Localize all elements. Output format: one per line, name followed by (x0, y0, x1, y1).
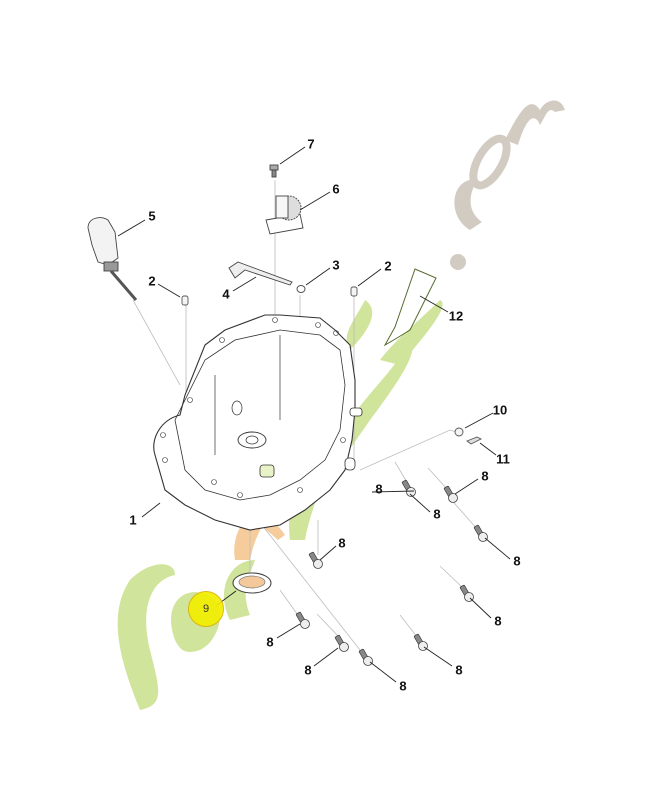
highlight-part-9[interactable] (188, 591, 224, 627)
callout-8[interactable]: 8 (433, 506, 441, 522)
crankcase-housing-drawing (153, 314, 363, 531)
callout-9[interactable]: 9 (202, 603, 210, 615)
callout-7[interactable]: 7 (307, 136, 315, 152)
callout-12[interactable]: 12 (448, 308, 464, 324)
callout-4[interactable]: 4 (222, 286, 230, 302)
sealant-tube-drawing (383, 268, 437, 347)
callout-8[interactable]: 8 (338, 535, 346, 551)
callout-11[interactable]: 11 (496, 451, 510, 467)
callout-8[interactable]: 8 (455, 662, 463, 678)
callout-8[interactable]: 8 (304, 662, 312, 678)
bushing-drawing (454, 427, 464, 437)
callout-8[interactable]: 8 (481, 468, 489, 484)
callout-5[interactable]: 5 (148, 208, 156, 224)
callout-10[interactable]: 10 (492, 402, 508, 418)
callout-8[interactable]: 8 (266, 634, 274, 650)
clip-drawing (466, 436, 483, 445)
governor-gear-drawing (265, 195, 304, 235)
callout-8[interactable]: 8 (399, 678, 407, 694)
dipstick-drawing (87, 217, 138, 301)
callout-8[interactable]: 8 (513, 553, 521, 569)
screws-part-8 (295, 479, 488, 666)
callout-8[interactable]: 8 (375, 481, 383, 497)
dowel-pin-right-drawing (350, 286, 358, 297)
callout-3[interactable]: 3 (332, 257, 340, 273)
callout-8[interactable]: 8 (494, 613, 502, 629)
washer-drawing (296, 285, 306, 293)
watermark-com (450, 100, 565, 270)
callout-2-left[interactable]: 2 (148, 273, 156, 289)
screw-7-drawing (269, 164, 279, 178)
callout-2-right[interactable]: 2 (384, 258, 392, 274)
oil-seal-drawing (232, 572, 272, 594)
lever-drawing (228, 261, 293, 286)
callout-1[interactable]: 1 (129, 512, 137, 528)
dowel-pin-left-drawing (181, 295, 189, 306)
callout-6[interactable]: 6 (332, 181, 340, 197)
